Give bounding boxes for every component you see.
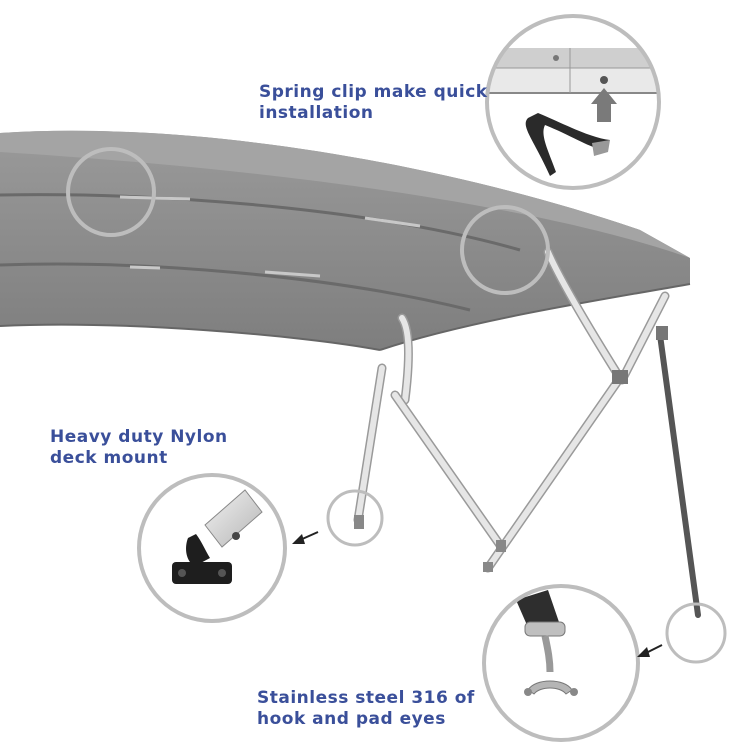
hook-pad-label: Stainless steel 316 of hook and pad eyes [257,688,475,730]
spring-clip-label-line-1: Spring clip make quick [259,82,488,102]
spring-clip-label-line-2: installation [259,103,374,123]
spring-clip-label: Spring clip make quick installation [259,82,488,124]
spring-clip-detail [485,14,661,190]
highlight-circle-foot [326,489,384,547]
hook-pad-label-line-1: Stainless steel 316 of [257,688,475,708]
deck-mount-label-line-1: Heavy duty Nylon [50,427,228,447]
highlight-circle-left [66,147,156,237]
arrow-icon [591,88,617,122]
deck-mount-detail [137,473,287,623]
deck-mount-label-line-2: deck mount [50,448,168,468]
arrow-icon [292,531,319,544]
deck-mount-label: Heavy duty Nylon deck mount [50,427,228,469]
highlight-circle-right [460,205,550,295]
arrow-icon [637,644,663,657]
hook-pad-detail [482,584,640,742]
hook-pad-label-line-2: hook and pad eyes [257,709,446,729]
highlight-circle-strap [665,602,727,664]
canopy [0,130,691,351]
frame [353,247,701,618]
